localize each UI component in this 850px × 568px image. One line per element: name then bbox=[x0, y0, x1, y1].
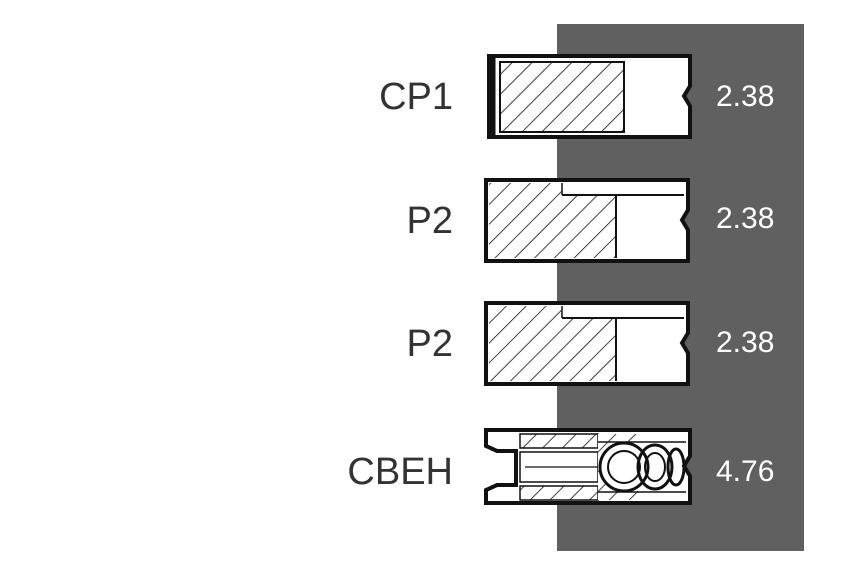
ring-2-profile bbox=[484, 178, 690, 263]
ring-2-label: P2 bbox=[406, 200, 453, 242]
ring-4-dimension: 4.76 bbox=[716, 455, 775, 488]
ring-3-profile bbox=[484, 301, 690, 386]
ring-4-label: CBEH bbox=[347, 451, 453, 493]
ring-4-profile bbox=[484, 428, 692, 505]
expander-coil-icon bbox=[598, 441, 686, 493]
ring-1-dimension: 2.38 bbox=[716, 80, 775, 113]
ring-1-label: CP1 bbox=[379, 76, 453, 118]
ring-3-dimension: 2.38 bbox=[716, 326, 775, 359]
ring-2-dimension: 2.38 bbox=[716, 202, 775, 235]
ring-1-profile bbox=[487, 54, 692, 139]
ring-3-label: P2 bbox=[406, 323, 453, 365]
